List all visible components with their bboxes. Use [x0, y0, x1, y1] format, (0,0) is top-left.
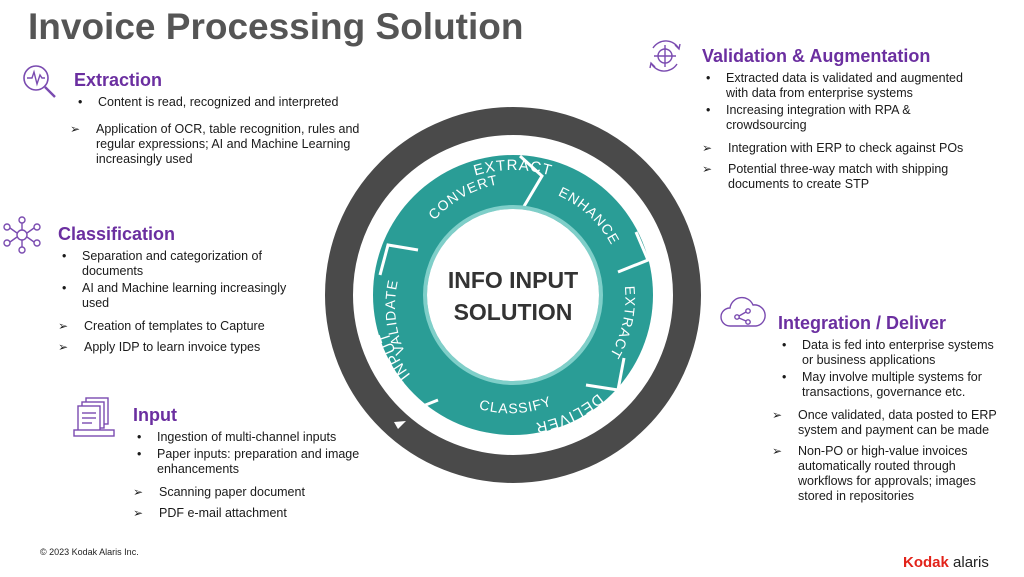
list-item: PDF e-mail attachment — [133, 506, 378, 521]
list-item: Paper inputs: preparation and image enha… — [133, 447, 378, 477]
list-item: Integration with ERP to check against PO… — [702, 141, 987, 156]
list-item: Separation and categorization of documen… — [58, 249, 308, 279]
extraction-title: Extraction — [74, 70, 163, 90]
cloud-share-icon — [720, 296, 766, 327]
list-item: Scanning paper document — [133, 485, 378, 500]
validation-section: Validation & Augmentation Extracted data… — [702, 46, 987, 198]
list-item: Ingestion of multi-channel inputs — [133, 430, 378, 445]
document-stack-icon — [73, 397, 115, 437]
copyright: © 2023 Kodak Alaris Inc. — [40, 547, 139, 557]
list-item: AI and Machine learning increasingly use… — [58, 281, 308, 311]
brand-kodak: Kodak — [903, 554, 949, 571]
integration-section: Integration / Deliver Data is fed into e… — [772, 313, 1008, 510]
magnifier-pulse-icon — [23, 65, 56, 98]
list-item: Content is read, recognized and interpre… — [74, 95, 364, 110]
center-disc — [427, 209, 599, 381]
svg-text:EXTRACT: EXTRACT — [472, 157, 555, 179]
list-item: Increasing integration with RPA & crowds… — [702, 103, 987, 133]
inner-ring-border — [423, 205, 603, 385]
outer-label-extract: EXTRACT — [472, 157, 554, 179]
center-label-line1: INFO INPUT — [448, 267, 578, 293]
arrowhead-left — [394, 421, 406, 429]
list-item: Potential three-way match with shipping … — [702, 162, 987, 192]
input-section: Input Ingestion of multi-channel inputs … — [133, 405, 378, 527]
list-item: Data is fed into enterprise systems or b… — [778, 338, 1008, 368]
center-label-line2: SOLUTION — [454, 299, 573, 325]
page-title: Invoice Processing Solution — [28, 6, 524, 47]
integration-title: Integration / Deliver — [778, 313, 947, 333]
validation-title: Validation & Augmentation — [702, 46, 931, 66]
extraction-section: Extraction Content is read, recognized a… — [70, 70, 364, 173]
outer-ring — [325, 107, 701, 483]
input-title: Input — [133, 405, 177, 425]
segment-chevrons — [378, 154, 650, 415]
brand-alaris: alaris — [953, 554, 989, 571]
network-icon — [3, 216, 41, 254]
target-cycle-icon — [649, 40, 681, 72]
list-item: Once validated, data posted to ERP syste… — [772, 408, 1008, 438]
classification-section: Classification Separation and categoriza… — [58, 224, 308, 361]
list-item: May involve multiple systems for transac… — [778, 370, 1008, 400]
list-item: Non-PO or high-value invoices automatica… — [772, 444, 1008, 504]
list-item: Application of OCR, table recognition, r… — [70, 122, 364, 167]
classification-title: Classification — [58, 224, 176, 244]
brand-logo: Kodak alaris — [903, 554, 989, 571]
list-item: Creation of templates to Capture — [58, 319, 308, 334]
cycle-diagram: EXTRACT DELIVER INPUT CONVERT ENHANCE EX… — [325, 107, 701, 483]
list-item: Apply IDP to learn invoice types — [58, 340, 308, 355]
list-item: Extracted data is validated and augmente… — [702, 71, 987, 101]
